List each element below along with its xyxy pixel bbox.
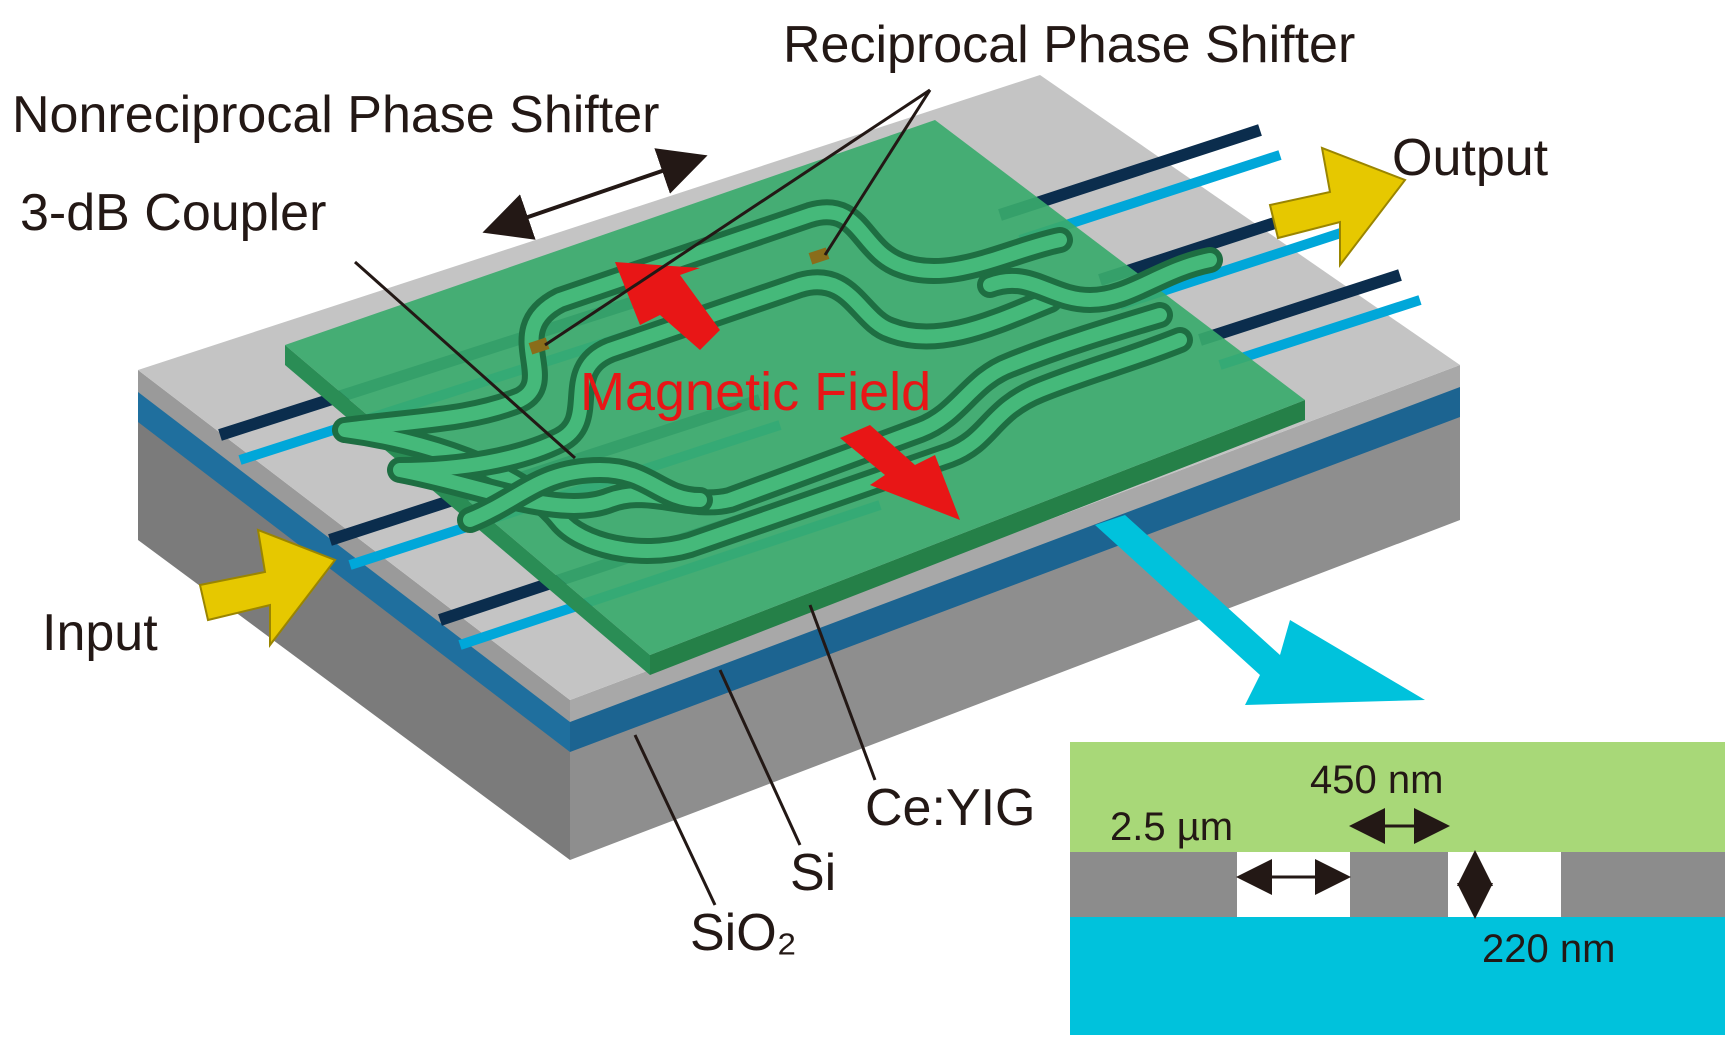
substrate-front-face [138, 420, 570, 860]
leader-lines [354, 88, 932, 906]
nonreciprocal-label: Nonreciprocal Phase Shifter [12, 86, 659, 144]
gap-width-label: 2.5 µm [1110, 805, 1233, 849]
ceyig-label: Ce:YIG [865, 779, 1036, 837]
substrate-right-face [570, 415, 1460, 860]
ceyig-leader [808, 604, 877, 781]
input-label: Input [42, 604, 158, 662]
sio2-label: SiO₂ [690, 904, 797, 962]
cross-section-inset: 2.5 µm 450 nm 220 nm [1070, 742, 1725, 1035]
si-label: Si [790, 844, 836, 902]
cross-gap-2 [1448, 852, 1561, 917]
phase-shifter-pad-2 [808, 247, 830, 265]
sio2-leader [633, 734, 717, 906]
sio2-front-face [138, 390, 570, 752]
output-label: Output [1392, 129, 1549, 187]
phase-shifter-pad-1 [528, 337, 550, 355]
ceyig-right-face [650, 400, 1305, 675]
cross-section-callout-arrow [1095, 515, 1425, 705]
reciprocal-leader-1 [544, 88, 931, 347]
output-arrow [1268, 146, 1407, 268]
height-label: 220 nm [1482, 927, 1615, 971]
coupler-leader [354, 260, 576, 460]
input-arrow [198, 528, 337, 648]
magnetic-field-label: Magnetic Field [580, 362, 931, 422]
coupler-label: 3-dB Coupler [20, 184, 326, 242]
si-right-face [570, 365, 1460, 722]
cross-si-layer [1070, 852, 1725, 917]
si-leader [718, 669, 802, 846]
magnetic-field-arrow-down [840, 425, 960, 520]
sio2-right-face [570, 385, 1460, 752]
magnetic-field-arrow-up [615, 262, 720, 350]
waveguide-width-label: 450 nm [1310, 758, 1443, 802]
cross-gap-1 [1237, 852, 1350, 917]
nonreciprocal-direction-arrow [482, 148, 708, 240]
reciprocal-label: Reciprocal Phase Shifter [783, 16, 1355, 74]
reciprocal-leader-2 [823, 89, 932, 256]
cross-sio2-layer [1070, 917, 1725, 1035]
